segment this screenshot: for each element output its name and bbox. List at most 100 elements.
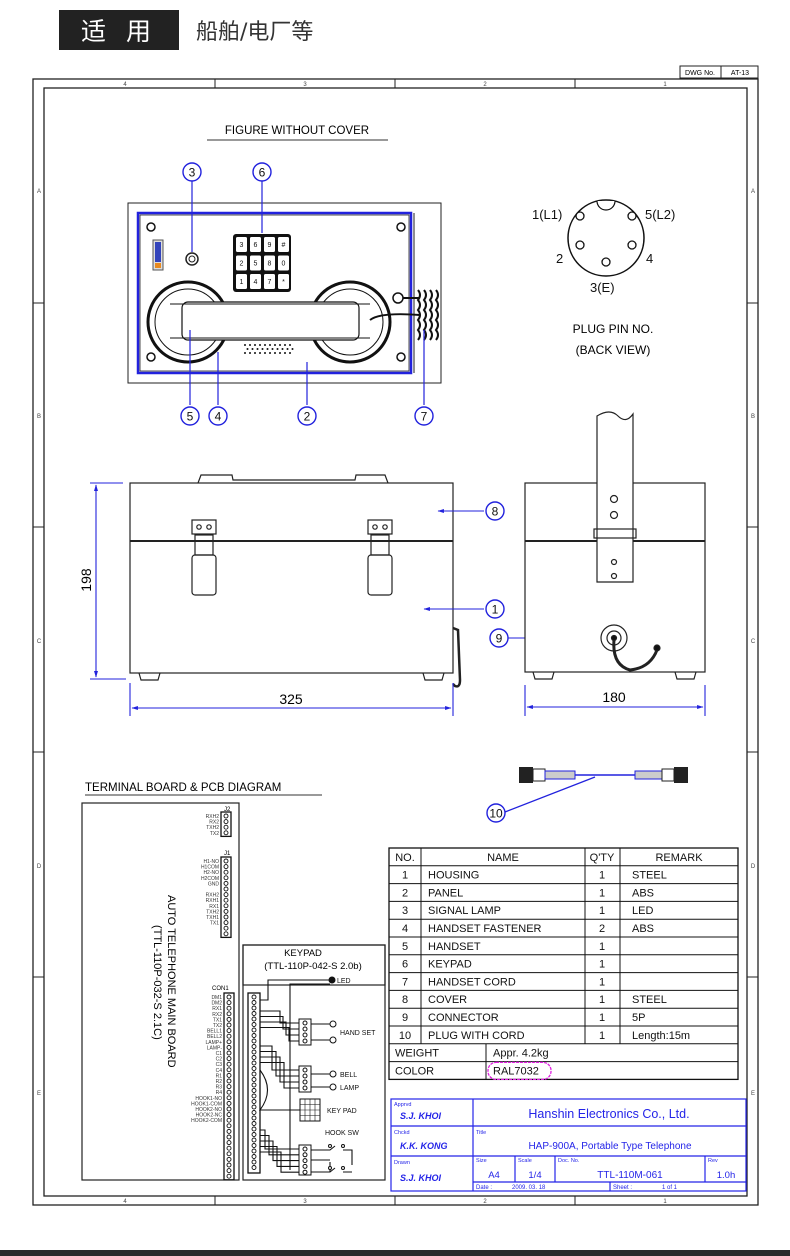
zone-col-1-bottom: 1 (663, 1199, 667, 1205)
speaker-hole (264, 352, 266, 354)
rev-label: Rev (708, 1158, 718, 1164)
cell-no: 6 (402, 959, 408, 971)
pin-label: RX2 (209, 820, 219, 826)
depth-dimension: 180 (602, 689, 626, 705)
keypad-key-label: 3 (240, 242, 244, 249)
zone-col-2: 2 (483, 82, 487, 88)
plug-caption-2: (BACK VIEW) (576, 343, 651, 357)
speaker-hole (256, 348, 259, 350)
pin-3-label: 3(E) (590, 280, 615, 295)
scale-value: 1/4 (528, 1170, 541, 1181)
speaker-hole (264, 344, 266, 346)
zone-row-a-right: A (751, 189, 755, 195)
keypad-key (236, 274, 247, 289)
cell-name: KEYPAD (428, 959, 472, 971)
keypad-key-label: 2 (240, 261, 244, 268)
cell-name: CONNECTOR (428, 1012, 499, 1024)
pin-label: LAMP+ (205, 1040, 222, 1046)
screw-icon (146, 222, 406, 362)
applicable-tag: 适 用 (59, 10, 179, 50)
header-qty: Q'TY (590, 852, 615, 864)
pin-label: C3 (216, 1062, 223, 1068)
output-hook-sw: HOOK SW (325, 1130, 359, 1137)
pin-label: C2 (216, 1057, 223, 1063)
title-block (390, 1098, 747, 1192)
plug-pin-diagram: 1(L1) 5(L2) 2 4 3(E) PLUG PIN NO. (BACK … (532, 199, 675, 357)
cell-remark: STEEL (632, 994, 667, 1006)
date-value: 2009. 03. 18 (512, 1185, 546, 1191)
dwg-no-label: DWG No. (685, 70, 715, 77)
connector-con1: DM1DM2RX1RX2TX1TX2BELL1BELL2LAMP+LAMP-C1… (191, 992, 235, 1181)
keypad-board-model: (TTL-110P-042-S 2.0b) (264, 961, 362, 972)
cell-qty: 1 (599, 959, 605, 971)
pin-label: H1-NO (203, 859, 219, 865)
speaker-hole (249, 344, 251, 346)
speaker-hole (291, 348, 294, 350)
pin-2-label: 2 (556, 251, 563, 266)
speaker-hole (276, 348, 279, 350)
callout-6: 6 (252, 162, 272, 182)
led-icon (328, 976, 336, 984)
pin-label: TX1 (213, 1017, 222, 1023)
date-label: Date : (476, 1185, 492, 1191)
callout-4: 4 (208, 406, 228, 426)
sheet-value: 1 of 1 (662, 1185, 678, 1191)
cell-name: HOUSING (428, 870, 479, 882)
front-view (129, 474, 462, 688)
pin-label: HOOK2-NO (195, 1107, 222, 1113)
cell-qty: 1 (599, 905, 605, 917)
pin-label: DM2 (211, 1001, 222, 1007)
width-dimension: 325 (279, 691, 303, 707)
pin-label: R2 (216, 1079, 223, 1085)
handset-graphic (181, 301, 360, 341)
zone-col-4-bottom: 4 (123, 1199, 127, 1205)
pin-label: RX2 (212, 1012, 222, 1018)
keypad-key-label: 9 (268, 242, 272, 249)
j1-label: J1 (224, 851, 231, 857)
speaker-hole (244, 344, 246, 346)
cell-name: HANDSET FASTENER (428, 923, 542, 935)
dwg-number-box: DWG No. AT-13 (679, 65, 759, 79)
keypad-key (250, 255, 261, 271)
cell-qty: 1 (599, 1012, 605, 1024)
pin-label: HOOK1-NO (195, 1096, 222, 1102)
cell-no: 8 (402, 994, 408, 1006)
cell-remark: ABS (632, 887, 654, 899)
cell-no: 7 (402, 976, 408, 988)
color-highlight-cloud (487, 1061, 552, 1081)
latch-left (191, 519, 217, 596)
weight-label: WEIGHT (395, 1048, 439, 1060)
pin-label: R3 (216, 1085, 223, 1091)
keypad-key (278, 237, 289, 252)
cell-qty: 1 (599, 941, 605, 953)
pin-label: RXH1 (206, 898, 220, 904)
speaker-hole (286, 348, 289, 350)
speaker-hole (274, 344, 276, 346)
cell-name: PANEL (428, 887, 463, 899)
keypad-key (236, 255, 247, 271)
speaker-hole (274, 352, 276, 354)
speaker-hole (244, 352, 246, 354)
keypad-key (278, 255, 289, 271)
keypad-matrix-icon (299, 1098, 321, 1122)
header-remark: REMARK (655, 852, 703, 864)
speaker-hole (254, 352, 256, 354)
pin-label: HOOK2-NC (196, 1113, 223, 1119)
pin-label: H2-NO (203, 870, 219, 876)
speaker-hole (271, 348, 274, 350)
pin-label: TXH2 (206, 825, 219, 831)
pin-label: H1COM (201, 865, 219, 871)
cell-name: HANDSET CORD (428, 976, 516, 988)
speaker-hole (259, 344, 261, 346)
pin-label: GND (208, 881, 220, 887)
pin-label: DM1 (211, 995, 222, 1001)
svg-text:4: 4 (215, 410, 222, 424)
approved-signature: S.J. KHOI (400, 1111, 442, 1121)
zone-row-c: C (37, 639, 42, 645)
cell-qty: 1 (599, 870, 605, 882)
